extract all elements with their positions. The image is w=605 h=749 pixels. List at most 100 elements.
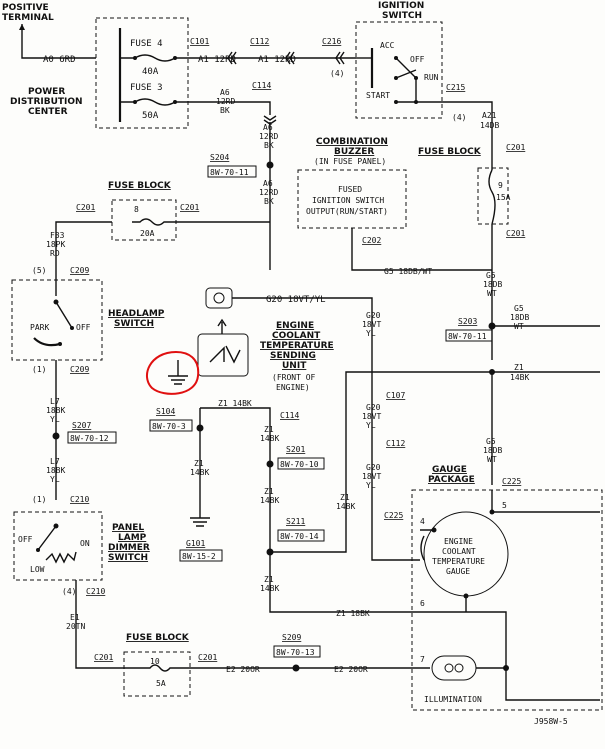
ect-title-1: ENGINE xyxy=(276,321,314,331)
wire-z1a: Z1 14BK xyxy=(218,399,252,408)
fuse4-amp: 40A xyxy=(142,67,159,77)
conn-c101: C101 xyxy=(190,37,209,46)
sending-unit-body xyxy=(197,333,249,377)
splice-s207-label: S207 xyxy=(72,421,91,430)
hl-off: OFF xyxy=(76,323,91,332)
gauge-label-4: GAUGE xyxy=(446,567,470,576)
wire-g5a-1: G5 xyxy=(486,271,496,280)
label-positive: POSITIVE xyxy=(2,3,49,13)
dim-title-1: PANEL xyxy=(112,523,144,533)
hl-title-1: HEADLAMP xyxy=(108,309,165,319)
wire-label-a1b: A1 12RD xyxy=(258,55,296,65)
label-pdc-1: POWER xyxy=(28,87,65,97)
terminal-arrow-icon xyxy=(19,24,25,30)
wire-f33 xyxy=(55,221,112,296)
splice-s209-ref: 8W-70-13 xyxy=(276,648,315,657)
conn-c209a: C209 xyxy=(70,266,89,275)
wire-g5-buzzer xyxy=(351,228,492,271)
wire-a6c-1: A6 xyxy=(263,179,273,188)
wire-g20c-1: G20 xyxy=(366,403,381,412)
gp-title-1: GAUGE xyxy=(432,465,467,475)
illumination-label: ILLUMINATION xyxy=(424,695,482,704)
fuse10-symbol xyxy=(140,664,190,672)
wire-z1e-2: 14BK xyxy=(260,584,279,593)
conn-c112a: C112 xyxy=(250,37,269,46)
ign-start: START xyxy=(366,91,390,100)
dim-low: LOW xyxy=(30,565,45,574)
fuseblock-mid-box xyxy=(111,199,177,241)
splice-s204-label: S204 xyxy=(210,153,229,162)
wire-e1 xyxy=(75,580,140,669)
ign-run: RUN xyxy=(424,73,439,82)
gauge-pin-4: 4 xyxy=(420,517,425,526)
wire-z1g-2: 14BK xyxy=(510,373,529,382)
fuse8-amp: 20A xyxy=(140,229,155,238)
wire-g20-down xyxy=(371,310,420,561)
pin-4b: (4) xyxy=(452,113,466,122)
wire-g5b-2: 18DB xyxy=(483,446,502,455)
wire-e1-1: E1 xyxy=(70,613,80,622)
wire-label-a1a: A1 12RD xyxy=(198,55,236,65)
wire-z1i: Z1 18BK xyxy=(336,609,370,618)
wire-g20a: G20 18VT/YL xyxy=(266,295,326,305)
splice-s209 xyxy=(292,664,300,672)
conn-c114: C114 xyxy=(252,81,271,90)
hl-park: PARK xyxy=(30,323,49,332)
fuse8-num: 8 xyxy=(134,205,139,214)
gp-title-2: PACKAGE xyxy=(428,475,475,485)
conn-c225b: C225 xyxy=(384,511,403,520)
conn-c114b: C114 xyxy=(280,411,299,420)
ign-title-1: IGNITION xyxy=(378,1,424,11)
hl-title-2: SWITCH xyxy=(114,319,154,329)
buzzer-text-3: OUTPUT(RUN/START) xyxy=(306,207,388,216)
label-pdc-2: DISTRIBUTION xyxy=(10,97,83,107)
wire-l7a-3: YL xyxy=(50,415,60,424)
wire-z1f-2: 14BK xyxy=(336,502,355,511)
red-annotation-circle xyxy=(146,350,200,395)
wire-l7b-3: YL xyxy=(50,475,60,484)
buzzer-text-2: IGNITION SWITCH xyxy=(312,196,384,205)
headlamp-switch-box xyxy=(11,279,103,361)
dim-title-3: DIMMER xyxy=(108,543,150,553)
conn-c210b: C210 xyxy=(86,587,105,596)
wire-a21-1: A21 xyxy=(482,111,497,120)
dimmer-switch-box xyxy=(13,511,103,581)
pin-5: (5) xyxy=(32,266,46,275)
wire-g5c-3: WT xyxy=(514,322,524,331)
buzzer-title-2: BUZZER xyxy=(334,147,374,157)
conn-c215: C215 xyxy=(446,83,465,92)
wire-e2a: E2 20OR xyxy=(226,665,260,674)
conn-c216: C216 xyxy=(322,37,341,46)
illumination-lamp-icon xyxy=(431,655,477,681)
wire-a6b-1: A6 xyxy=(263,123,273,132)
wire-g20c-3: YL xyxy=(366,421,376,430)
conn-c210a: C210 xyxy=(70,495,89,504)
wire-a6a-1: A6 xyxy=(220,88,230,97)
fuse8-symbol xyxy=(132,218,176,226)
pin-4a: (4) xyxy=(330,69,344,78)
splice-s201 xyxy=(266,460,274,468)
wire-a6b-2: 12RD xyxy=(259,132,278,141)
splice-s209-label: S209 xyxy=(282,633,301,642)
gauge-pin-6: 6 xyxy=(420,599,425,608)
splice-s204-ref: 8W-70-11 xyxy=(210,168,249,177)
ground-g101-icon xyxy=(190,517,210,527)
ect-title-2: COOLANT xyxy=(272,331,321,341)
wire-a6c-3: BK xyxy=(264,197,274,206)
conn-c201f: C201 xyxy=(198,653,217,662)
splice-s203-label: S203 xyxy=(458,317,477,326)
pin-1a: (1) xyxy=(32,365,46,374)
label-terminal: TERMINAL xyxy=(2,13,54,23)
wire-z1e-1: Z1 xyxy=(264,575,274,584)
gauge-pin-5: 5 xyxy=(502,501,507,510)
splice-s207-ref: 8W-70-12 xyxy=(70,434,109,443)
wire-z1c-1: Z1 xyxy=(264,425,274,434)
fuse3-amp: 50A xyxy=(142,111,159,121)
ground-g101-ref: 8W-15-2 xyxy=(182,552,216,561)
conn-c201b: C201 xyxy=(506,229,525,238)
wire-a6a-3: BK xyxy=(220,106,230,115)
figure-code: J958W-5 xyxy=(534,717,568,726)
wire-label-a0: A0 6RD xyxy=(43,55,76,65)
wire-g5b-3: WT xyxy=(487,455,497,464)
